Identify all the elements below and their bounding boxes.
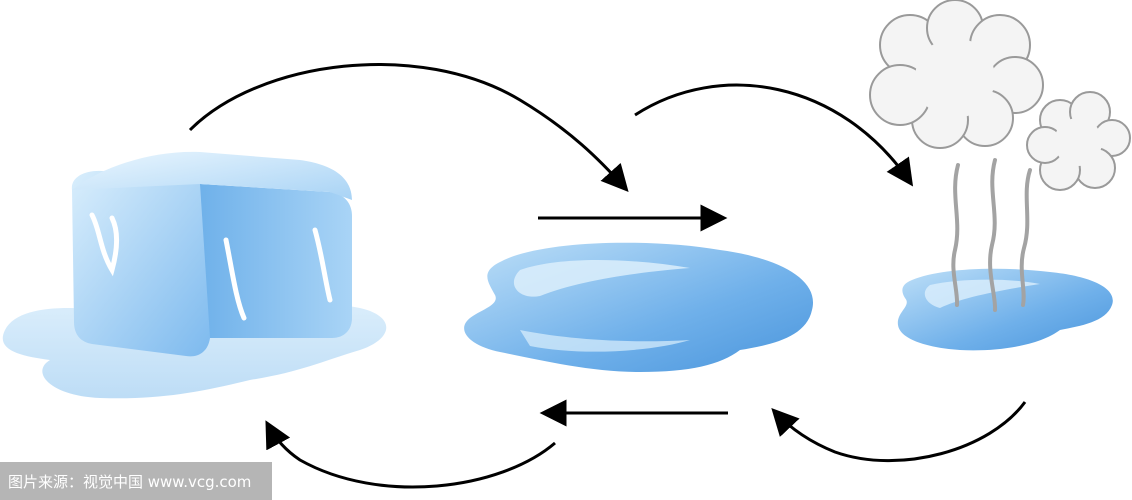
ice-cube-front (71, 170, 214, 357)
arrow-vapor-to-water-curve (771, 401, 1027, 463)
arrow-water-to-vapor-curve (634, 83, 914, 187)
ice-highlight (223, 237, 247, 321)
ice-cube-top (72, 151, 352, 200)
watermark: 图片来源：视觉中国 www.vcg.com (0, 462, 272, 500)
ice-highlight (89, 212, 119, 277)
ice-highlight (312, 227, 333, 303)
steam-cloud-small (1026, 91, 1131, 191)
steam-cloud-large (869, 0, 1044, 149)
steam-puddle (897, 158, 1113, 351)
ice-cube-side (200, 184, 352, 338)
water-puddle (464, 242, 814, 372)
arrow-ice-to-water-curve (188, 62, 629, 193)
arrow-water-to-ice-curve (265, 420, 556, 489)
ice-cube (2, 151, 387, 399)
